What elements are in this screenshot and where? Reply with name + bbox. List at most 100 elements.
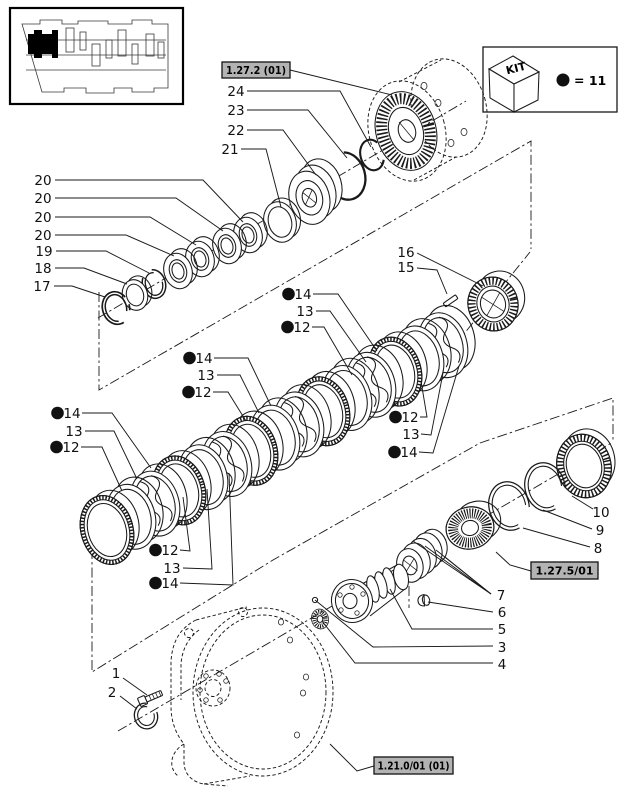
callout-12: 12 (62, 440, 79, 456)
callout-10: 10 (592, 505, 609, 521)
leader-line (542, 509, 593, 530)
clutch-hub (442, 270, 526, 332)
kit-dot-icon (389, 410, 402, 424)
callout-22: 22 (227, 123, 244, 139)
callout-20: 20 (34, 191, 51, 207)
kit-legend-text: = 11 (574, 73, 606, 88)
callout-7: 7 (497, 588, 506, 604)
shaft-flange (330, 579, 374, 623)
callout-2: 2 (108, 685, 117, 701)
snap-ring (101, 290, 131, 326)
callout-12: 12 (194, 385, 211, 401)
callout-15: 15 (397, 260, 414, 276)
callout-14: 14 (400, 445, 417, 461)
gear-rect (79, 31, 87, 51)
kit-dot-icon (51, 406, 64, 420)
kit-dot-icon (183, 351, 196, 365)
drum-hub (397, 119, 417, 143)
leader-line (444, 556, 492, 595)
callout-4: 4 (498, 657, 507, 673)
gear-rect (145, 33, 155, 57)
drum-hole (434, 99, 442, 107)
leader-line (314, 599, 494, 648)
callout-13: 13 (402, 427, 419, 443)
gear-rect (65, 27, 75, 53)
distributor-shaft (330, 563, 410, 623)
leader-line (54, 285, 106, 298)
leader-line (424, 545, 492, 595)
phantom-border-upper (98, 140, 532, 391)
callout-14: 14 (195, 351, 212, 367)
leader-line (122, 677, 148, 696)
spring-washer (163, 248, 198, 290)
callout-3: 3 (498, 640, 507, 656)
highlighted-section (28, 30, 58, 58)
ring (121, 275, 153, 311)
callout-1: 1 (112, 666, 121, 682)
leader-line (571, 495, 594, 510)
callout-21: 21 (221, 142, 238, 158)
leader-line (119, 695, 138, 710)
leader-line (214, 357, 272, 407)
callout-13: 13 (163, 561, 180, 577)
callout-13: 13 (296, 304, 313, 320)
snap-ring (359, 138, 385, 172)
backing-ring-9 (524, 462, 566, 512)
leader-line (312, 326, 353, 376)
housing-ear-hole (238, 607, 248, 617)
ring (263, 197, 302, 243)
gear-rect (91, 43, 101, 67)
housing-hub (195, 669, 231, 707)
callout-20: 20 (34, 173, 51, 189)
leader-line (420, 372, 444, 436)
piston-seal-pack (396, 528, 448, 583)
leader-line (182, 488, 213, 570)
leader-line (55, 234, 175, 257)
callout-12: 12 (293, 320, 310, 336)
callout-5: 5 (498, 622, 507, 638)
transmission-overview-inset (8, 6, 185, 106)
leader-lines (54, 90, 594, 710)
callout-14: 14 (63, 406, 80, 422)
kit-dot-icon (281, 320, 294, 334)
gear-rect (105, 39, 113, 59)
leader-line (418, 365, 460, 454)
ref-label-middle: 1.27.5/01 (495, 551, 599, 580)
callout-13: 13 (197, 368, 214, 384)
leader-line (321, 620, 493, 664)
leader-line (55, 216, 197, 246)
leader-line (56, 250, 150, 274)
callout-17: 17 (33, 279, 50, 295)
brake-piston-assembly (311, 428, 616, 630)
leader-line (316, 310, 367, 363)
leader-line (82, 412, 152, 469)
kit-dot-icon (556, 73, 570, 87)
drum-bore (387, 106, 425, 156)
toothed-disc (79, 489, 140, 566)
leader-line (247, 129, 317, 176)
callout-labels: 2423222120202020191817161514131214131214… (33, 84, 609, 701)
kit-title: KIT (505, 60, 528, 78)
housing-outline (170, 606, 334, 787)
leader-line (81, 446, 123, 492)
clutch-disc-stack (79, 304, 476, 566)
leader-line (416, 267, 448, 295)
hub-teeth (468, 277, 518, 331)
callout-9: 9 (596, 523, 605, 539)
callout-18: 18 (34, 261, 51, 277)
callout-12: 12 (161, 543, 178, 559)
leader-line (179, 496, 191, 552)
ref-label-top: 1.27.2 (01) (221, 61, 393, 96)
circlip (133, 702, 159, 730)
plug (417, 593, 431, 607)
leader-line (179, 472, 234, 586)
kit-dot-icon (388, 445, 401, 459)
leader-line (55, 267, 128, 285)
callout-16: 16 (397, 245, 414, 261)
drum-near-face (367, 80, 447, 182)
callout-19: 19 (35, 244, 52, 260)
leader-line (241, 148, 282, 208)
leader-line (213, 391, 247, 422)
backing-ring-8 (488, 481, 530, 531)
